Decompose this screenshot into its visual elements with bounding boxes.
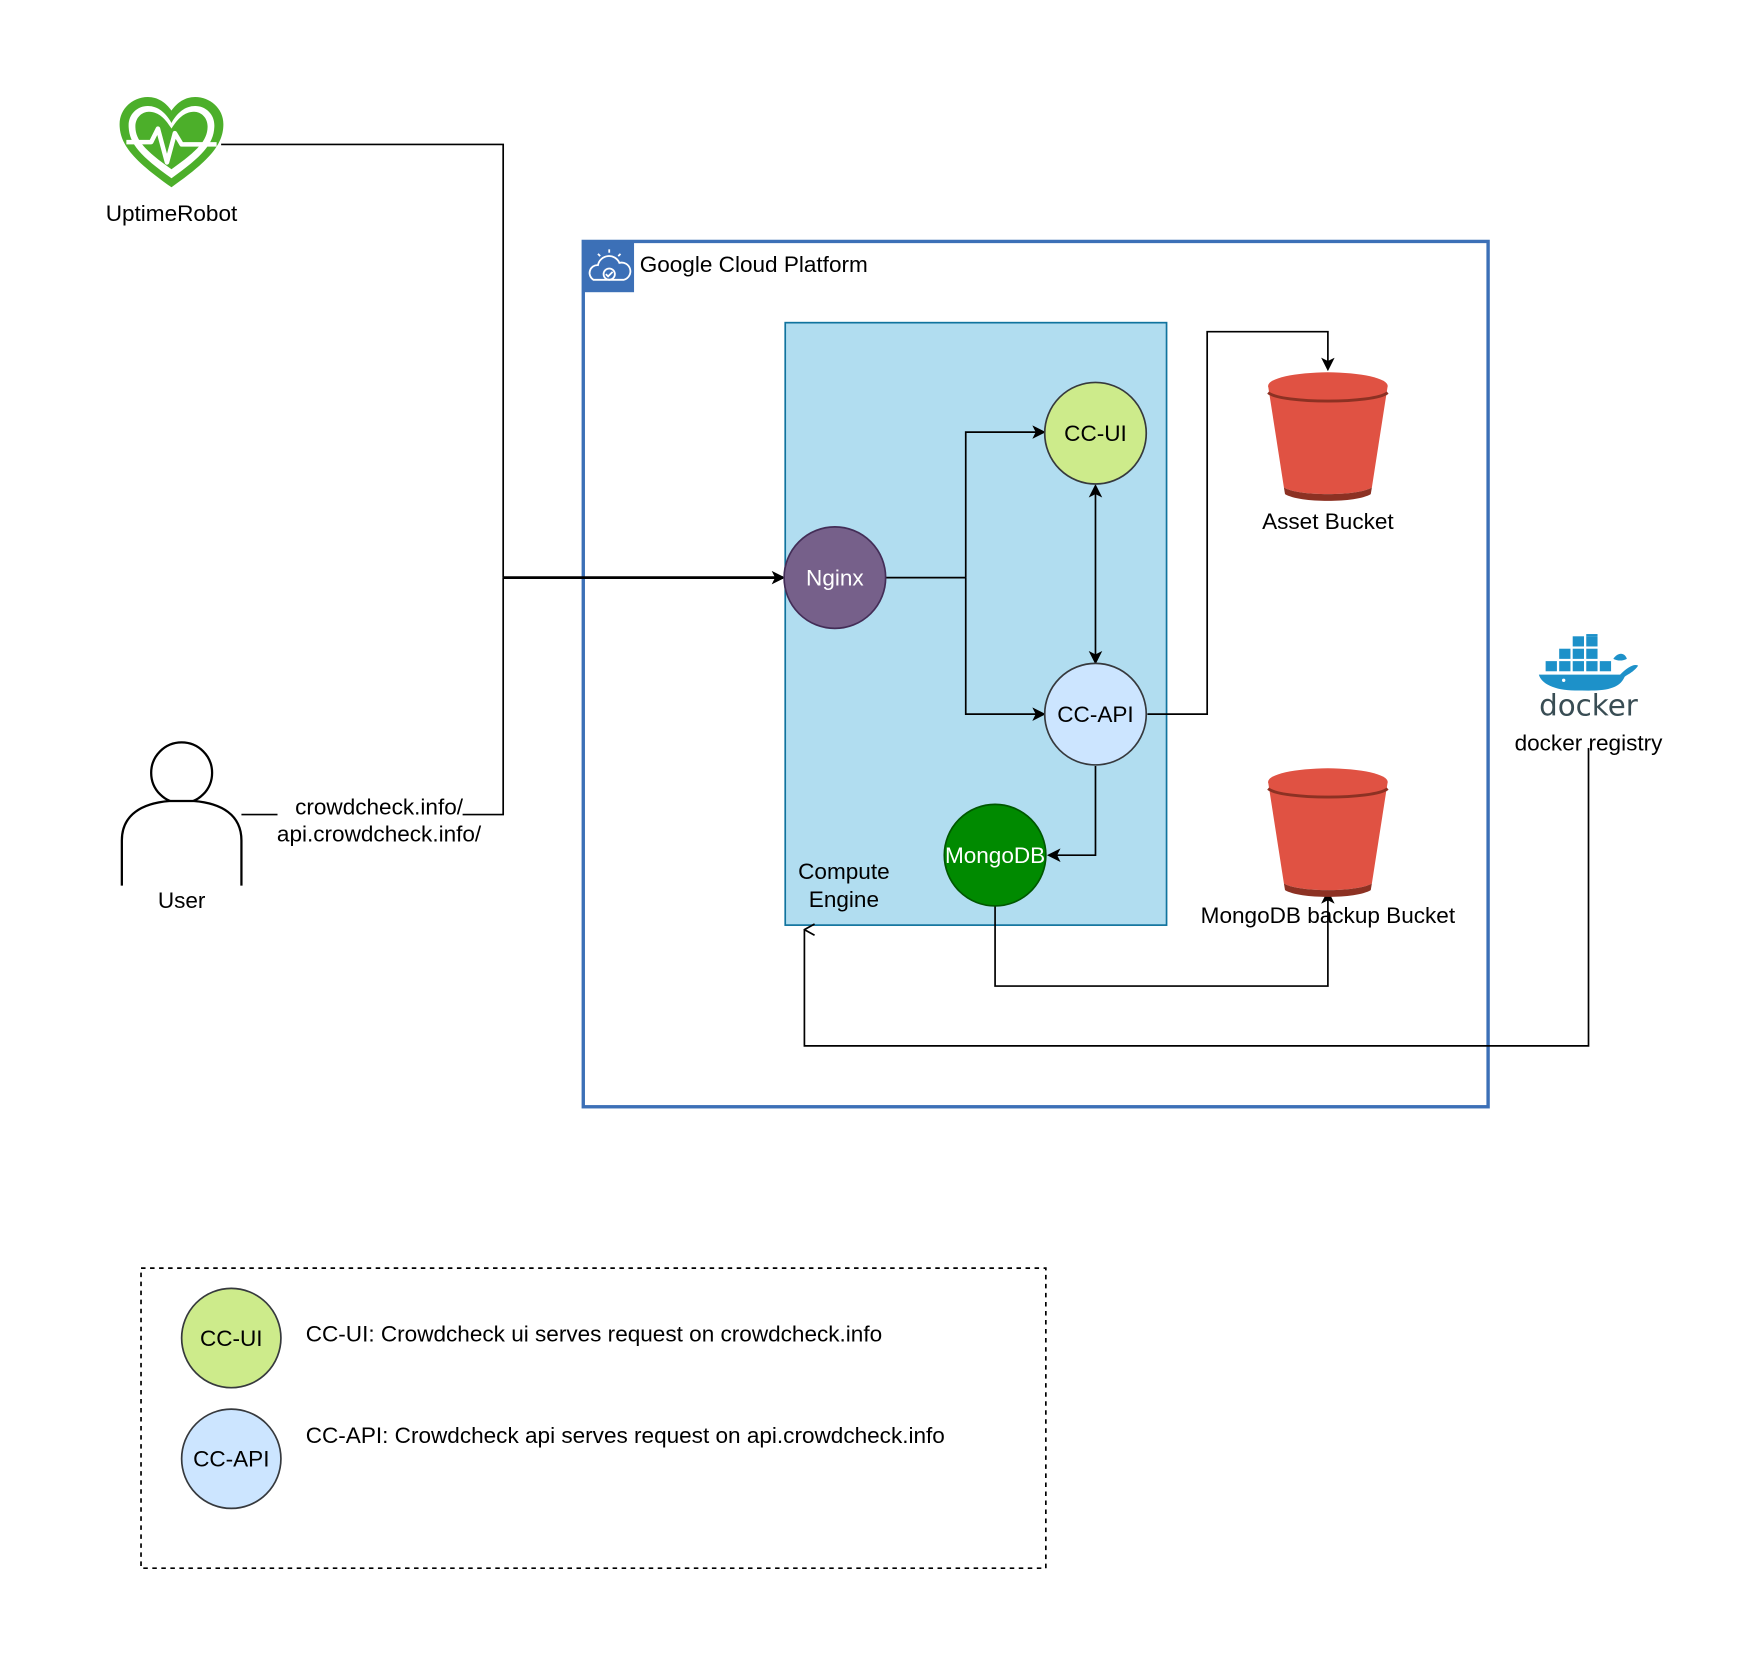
docker-logo-text: docker bbox=[1539, 688, 1639, 722]
cloud-lock-icon bbox=[588, 249, 632, 281]
legend-badge-cc-ui bbox=[180, 1287, 282, 1389]
mongodb-label: MongoDB bbox=[945, 843, 1045, 868]
cc-ui-label: CC-UI bbox=[1064, 421, 1127, 446]
nginx-node: Nginx bbox=[783, 526, 887, 630]
bucket-icon bbox=[1267, 372, 1389, 501]
legend-text: CC-API: Crowdcheck api serves request on… bbox=[306, 1423, 945, 1448]
edge-ccapi-asset bbox=[1147, 330, 1335, 715]
user-label: User bbox=[158, 888, 206, 913]
compute-engine-label-line1: Compute bbox=[798, 859, 890, 884]
edge-ccapi-mongodb bbox=[1046, 766, 1097, 862]
docker-registry-node: docker docker registry bbox=[1515, 634, 1664, 755]
cc-api-node: CC-API bbox=[1043, 662, 1148, 766]
nginx-label: Nginx bbox=[806, 566, 864, 591]
docker-whale-icon bbox=[1538, 634, 1639, 691]
mongodb-node: MongoDB bbox=[943, 803, 1047, 907]
mongodb-backup-bucket-node: MongoDB backup Bucket bbox=[1201, 768, 1456, 928]
legend-badge-label: CC-UI bbox=[200, 1326, 263, 1351]
edge-docker-compute bbox=[804, 747, 1590, 1047]
user-node: User bbox=[120, 741, 243, 913]
legend: CC-UI CC-UI: Crowdcheck ui serves reques… bbox=[140, 1267, 1047, 1570]
edge-uptimerobot bbox=[221, 143, 505, 578]
edge-user-right bbox=[462, 577, 505, 816]
legend-text: CC-UI: Crowdcheck ui serves request on c… bbox=[306, 1321, 882, 1346]
legend-item-cc-api: CC-API CC-API: Crowdcheck api serves req… bbox=[180, 1408, 945, 1510]
legend-item-cc-ui: CC-UI CC-UI: Crowdcheck ui serves reques… bbox=[180, 1287, 882, 1389]
user-edge-label-line1: crowdcheck.info/ bbox=[295, 795, 464, 820]
user-edge-label-line2: api.crowdcheck.info/ bbox=[277, 822, 482, 847]
edge-nginx-ccapi bbox=[964, 577, 1046, 721]
uptimerobot-label: UptimeRobot bbox=[106, 201, 238, 226]
uptimerobot-node: UptimeRobot bbox=[106, 97, 238, 226]
user-edge-label: crowdcheck.info/ api.crowdcheck.info/ bbox=[277, 794, 482, 849]
legend-badge-label: CC-API bbox=[193, 1447, 269, 1472]
legend-badge-cc-api bbox=[180, 1408, 282, 1510]
edge-mongodb-backup bbox=[994, 890, 1335, 987]
bucket-icon bbox=[1267, 768, 1389, 897]
docker-registry-label: docker registry bbox=[1515, 730, 1664, 755]
gcp-title: Google Cloud Platform bbox=[640, 252, 868, 277]
edge-nginx-ccui bbox=[964, 425, 1046, 578]
user-icon bbox=[120, 741, 243, 886]
asset-bucket-node: Asset Bucket bbox=[1262, 372, 1394, 534]
asset-bucket-label: Asset Bucket bbox=[1262, 509, 1394, 534]
cc-api-label: CC-API bbox=[1057, 702, 1133, 727]
compute-engine-label-line2: Engine bbox=[809, 887, 879, 912]
connectors bbox=[221, 143, 1590, 1047]
cc-ui-node: CC-UI bbox=[1043, 381, 1148, 485]
mongodb-backup-bucket-label: MongoDB backup Bucket bbox=[1201, 903, 1456, 928]
